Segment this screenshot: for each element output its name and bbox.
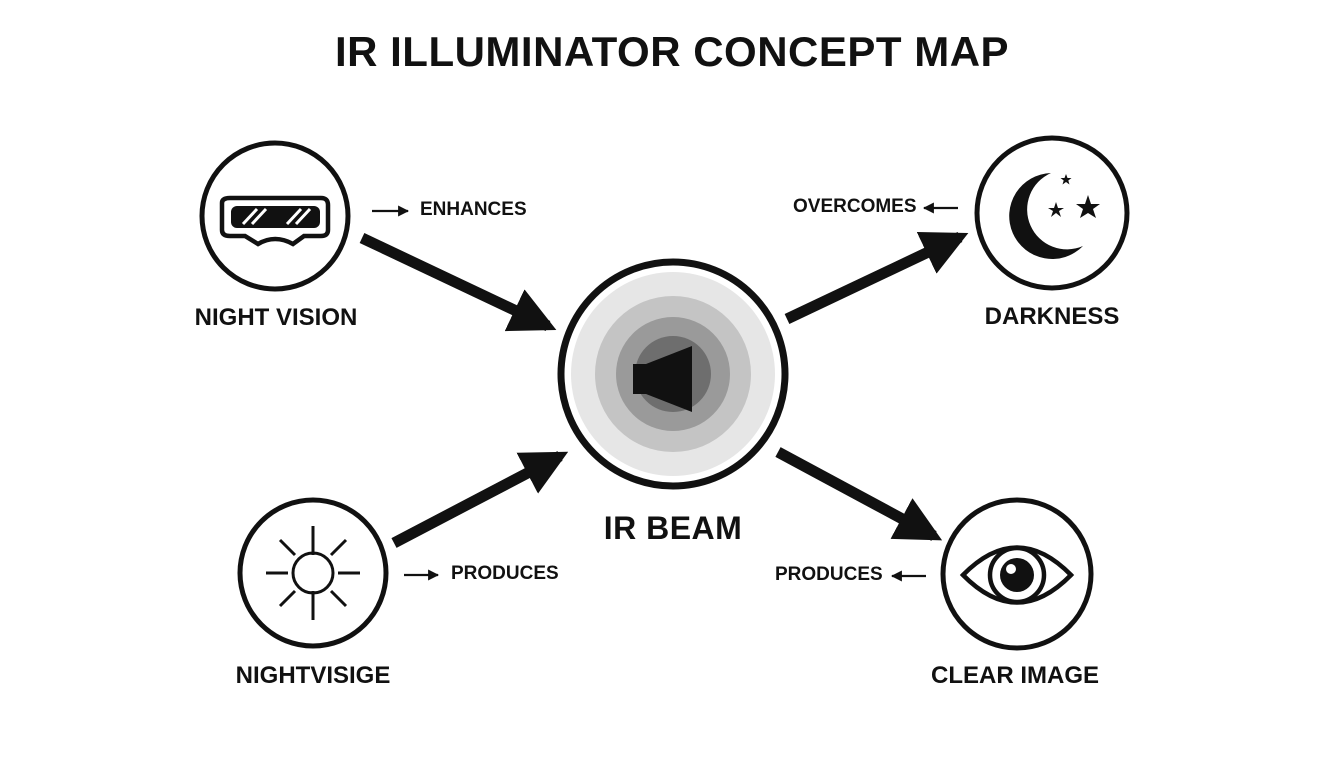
clear-image-node xyxy=(940,497,1094,651)
clear-image-label: CLEAR IMAGE xyxy=(931,662,1099,689)
relation-enhances-label: ENHANCES xyxy=(420,199,527,220)
sun-light-icon xyxy=(266,526,360,620)
nightvisige-label: NIGHTVISIGE xyxy=(235,662,391,689)
darkness-label: DARKNESS xyxy=(984,303,1120,330)
nightvisige-node xyxy=(237,497,389,649)
arrow-night-vision-to-ir-beam xyxy=(359,233,557,332)
speaker-icon xyxy=(633,346,692,412)
arrow-ir-beam-to-darkness xyxy=(784,231,969,324)
arrow-ir-beam-to-clear-image xyxy=(775,447,943,541)
ir-beam-label: IR BEAM xyxy=(603,510,743,546)
page-title: IR ILLUMINATOR CONCEPT MAP xyxy=(334,28,1010,75)
eye-icon xyxy=(959,545,1075,605)
night-vision-node xyxy=(199,140,351,292)
moon-stars-icon xyxy=(1009,173,1100,259)
goggles-icon xyxy=(219,195,331,247)
relation-produces-left-label: PRODUCES xyxy=(451,563,559,584)
arrow-nightvisige-to-ir-beam xyxy=(391,451,569,548)
night-vision-label: NIGHT VISION xyxy=(194,304,358,331)
relation-produces-right-label: PRODUCES xyxy=(775,564,883,585)
relation-overcomes-label: OVERCOMES xyxy=(793,196,917,217)
darkness-node xyxy=(974,135,1130,291)
ir-beam-node xyxy=(557,258,789,490)
